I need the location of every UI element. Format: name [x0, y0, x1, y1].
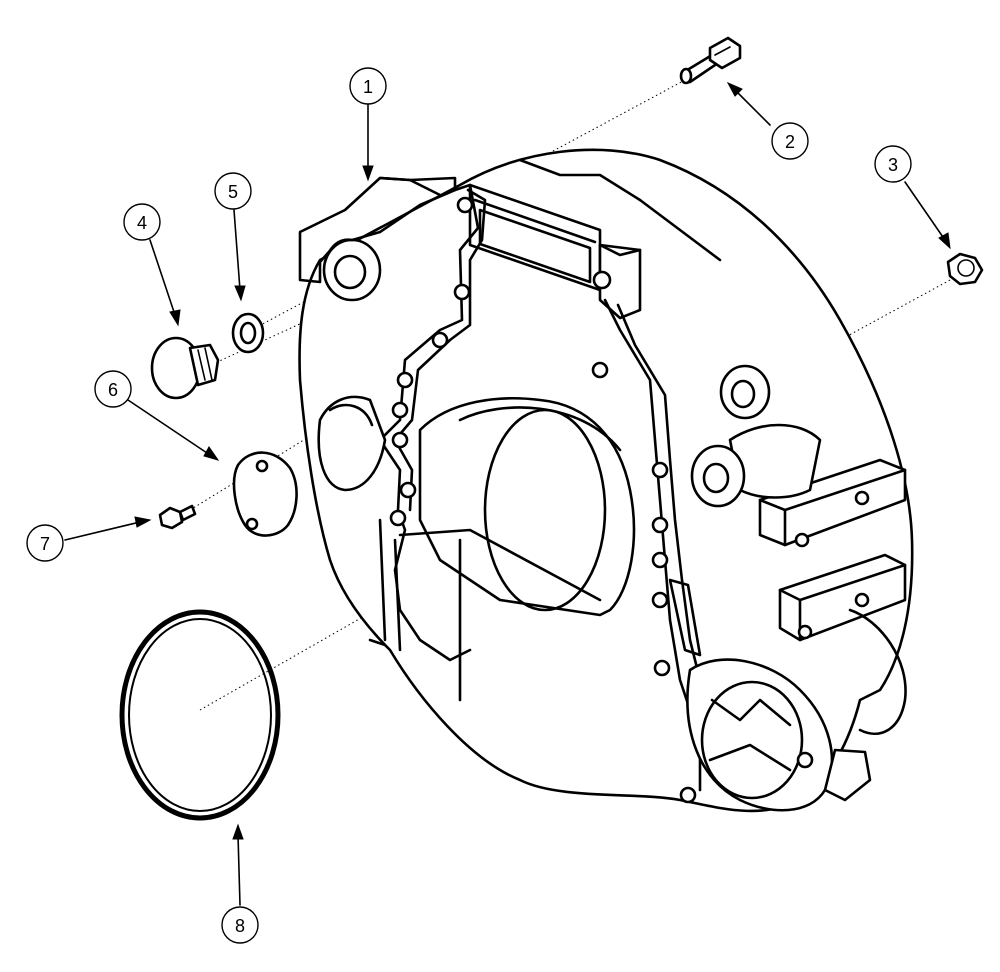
callout-label-1: 1	[363, 77, 373, 97]
callout-label-8: 8	[235, 916, 245, 936]
seal-ring	[231, 312, 265, 354]
callout-2: 2	[771, 122, 809, 160]
callout-6: 6	[94, 370, 132, 408]
hex-bolt	[679, 36, 742, 85]
cover-plug	[150, 336, 220, 400]
callout-7: 7	[26, 524, 64, 562]
callout-8: 8	[221, 906, 259, 944]
leader-lines	[64, 81, 951, 906]
callout-label-2: 2	[785, 132, 795, 152]
cover-plate	[232, 451, 298, 537]
callout-label-4: 4	[137, 213, 147, 233]
callout-label-3: 3	[888, 155, 898, 175]
callout-5: 5	[214, 172, 252, 210]
small-bolt	[158, 504, 197, 530]
flywheel-housing	[298, 148, 914, 813]
hex-plug	[946, 252, 984, 286]
callout-label-7: 7	[40, 534, 50, 554]
callout-label-5: 5	[228, 182, 238, 202]
callout-1: 1	[349, 67, 387, 105]
callout-4: 4	[123, 203, 161, 241]
large-o-ring	[119, 609, 281, 821]
callout-label-6: 6	[108, 380, 118, 400]
callout-3: 3	[874, 145, 912, 183]
